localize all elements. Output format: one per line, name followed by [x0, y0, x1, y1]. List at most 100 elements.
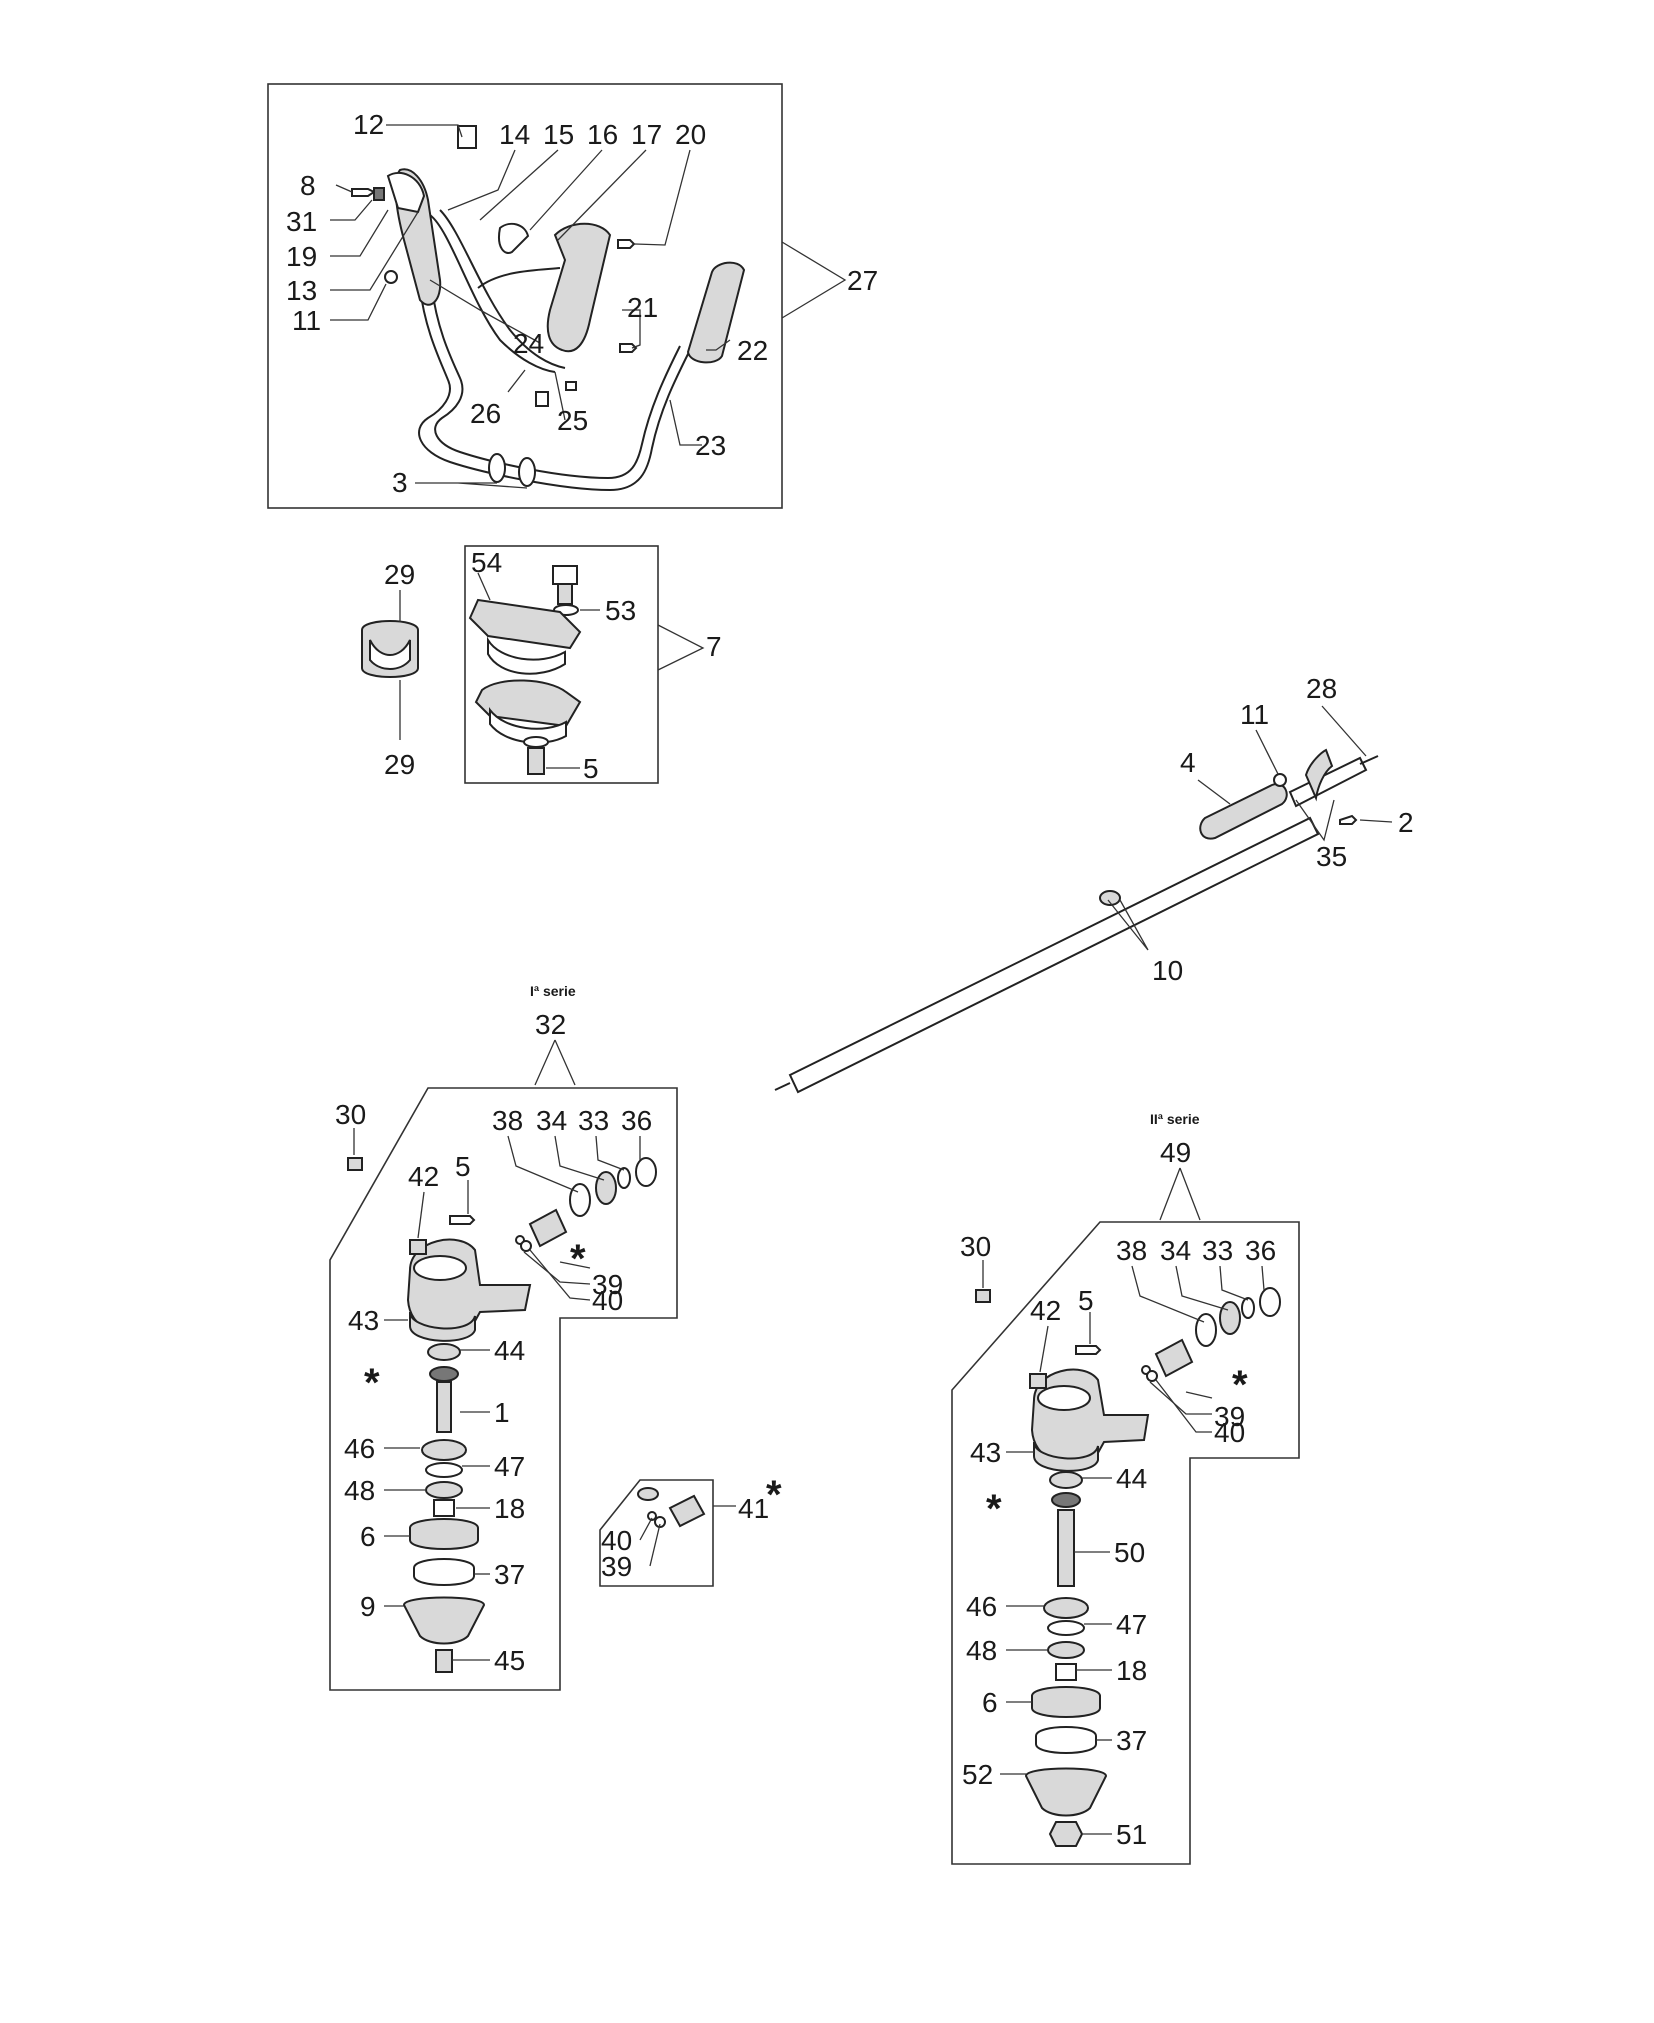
callout-20: 20	[675, 119, 706, 150]
output-shaft-50	[1057, 1509, 1075, 1587]
plug-42-second	[1029, 1373, 1047, 1389]
callout-42-first: 42	[408, 1161, 439, 1192]
callout-42-second: 42	[1030, 1295, 1061, 1326]
callout-11-tube: 11	[1240, 699, 1269, 730]
clamp-3b	[518, 457, 536, 487]
bolt-5	[527, 747, 545, 775]
clamp-group: 29 29 54 53 7 5	[361, 545, 722, 784]
gear-kit-pinion	[668, 1494, 706, 1528]
gear-kit-crown	[637, 1487, 659, 1501]
second-series-label: IIª serie	[1150, 1111, 1200, 1127]
callout-28: 28	[1306, 673, 1337, 704]
trigger-housing	[546, 222, 612, 353]
callout-2: 2	[1398, 807, 1414, 838]
star-mark-first-lower: *	[364, 1361, 380, 1405]
callout-7: 7	[706, 631, 722, 662]
callout-11: 11	[292, 305, 321, 336]
callout-17: 17	[631, 119, 662, 150]
callout-50: 50	[1114, 1537, 1145, 1568]
callout-34-second: 34	[1160, 1235, 1191, 1266]
gear-housing-43-second	[1030, 1368, 1150, 1465]
callout-29-top: 29	[384, 559, 415, 590]
gear-kit-frame	[599, 1479, 714, 1587]
bearing-34-second	[1219, 1301, 1241, 1335]
flange-37-first	[413, 1558, 475, 1586]
callout-39-first: 39	[592, 1269, 623, 1300]
callout-37-second: 37	[1116, 1725, 1147, 1756]
callout-3: 3	[392, 467, 408, 498]
callout-33-first: 33	[578, 1105, 609, 1136]
callout-38-first: 38	[492, 1105, 523, 1136]
stop-switch	[457, 125, 477, 149]
bearing-34-first	[595, 1171, 617, 1205]
tube-bracket	[1304, 748, 1334, 802]
star-mark-kit: *	[766, 1473, 782, 1517]
callout-31: 31	[286, 206, 317, 237]
callout-29-bottom: 29	[384, 749, 415, 780]
washer-40-first	[520, 1240, 532, 1252]
bearing-38-first	[569, 1183, 591, 1217]
callout-19: 19	[286, 241, 317, 272]
callout-6-first: 6	[360, 1521, 376, 1552]
callout-24: 24	[513, 328, 544, 359]
callout-39-kit: 39	[601, 1551, 632, 1582]
trigger-lever	[498, 222, 530, 254]
callout-47-first: 47	[494, 1451, 525, 1482]
circlip-36-first	[635, 1157, 657, 1187]
bevel-pinion-first	[528, 1208, 568, 1248]
handlebar-group-frame	[267, 83, 783, 509]
callout-12: 12	[353, 109, 384, 140]
output-shaft-1	[436, 1381, 452, 1433]
callout-33-second: 33	[1202, 1235, 1233, 1266]
callout-23: 23	[695, 430, 726, 461]
callout-14: 14	[499, 119, 530, 150]
bevel-pinion-second	[1154, 1338, 1194, 1378]
bearing-38-second	[1195, 1313, 1217, 1347]
callout-49: 49	[1160, 1137, 1191, 1168]
bolt-5-second	[1075, 1345, 1102, 1355]
gear-second-lower	[1051, 1492, 1081, 1508]
callout-30-second: 30	[960, 1231, 991, 1262]
spacer-18-first	[433, 1499, 455, 1517]
gearbox-second-series-group: IIª serie 49 30 38 34 33 36 5 42	[951, 1111, 1300, 1865]
callout-27: 27	[847, 265, 878, 296]
knurled-sleeve-4	[1199, 783, 1288, 840]
callout-40-second: 40	[1214, 1417, 1245, 1448]
star-mark-first-gear: *	[570, 1237, 586, 1281]
seal-48-second	[1047, 1641, 1085, 1659]
callout-4: 4	[1180, 747, 1196, 778]
callout-13: 13	[286, 275, 317, 306]
cup-52	[1024, 1767, 1108, 1817]
callout-45: 45	[494, 1645, 525, 1676]
star-mark-second-gear: *	[1232, 1363, 1248, 1407]
callout-36-second: 36	[1245, 1235, 1276, 1266]
callout-5-second: 5	[1078, 1285, 1094, 1316]
bearing-44-second	[1049, 1471, 1083, 1489]
spring-31	[373, 187, 385, 201]
second-series-frame	[951, 1221, 1300, 1865]
callout-53: 53	[605, 595, 636, 626]
circlip-47-first	[425, 1462, 463, 1478]
callout-54: 54	[471, 547, 502, 578]
callout-43-first: 43	[348, 1305, 379, 1336]
ring-33-second	[1241, 1297, 1255, 1319]
bearing-46-first	[421, 1439, 467, 1461]
grip-22	[686, 261, 746, 364]
drive-tube-group: 28 11 4 2 35 10	[774, 673, 1414, 1094]
callout-38-second: 38	[1116, 1235, 1147, 1266]
circlip-36-second	[1259, 1287, 1281, 1317]
gearbox-first-series-group: Iª serie 32 30 38 34 33 36	[329, 983, 678, 1691]
callout-44-second: 44	[1116, 1463, 1147, 1494]
nut-11	[384, 270, 398, 284]
gear-first-lower	[429, 1366, 459, 1382]
bolt-5-first	[449, 1215, 476, 1225]
callout-43-second: 43	[970, 1437, 1001, 1468]
callout-51: 51	[1116, 1819, 1147, 1850]
callout-25: 25	[557, 405, 588, 436]
callout-21: 21	[627, 292, 658, 323]
callout-36-first: 36	[621, 1105, 652, 1136]
throttle-cable-24	[429, 214, 556, 373]
handlebar-tube	[418, 287, 691, 492]
callout-16: 16	[587, 119, 618, 150]
callout-44-first: 44	[494, 1335, 525, 1366]
